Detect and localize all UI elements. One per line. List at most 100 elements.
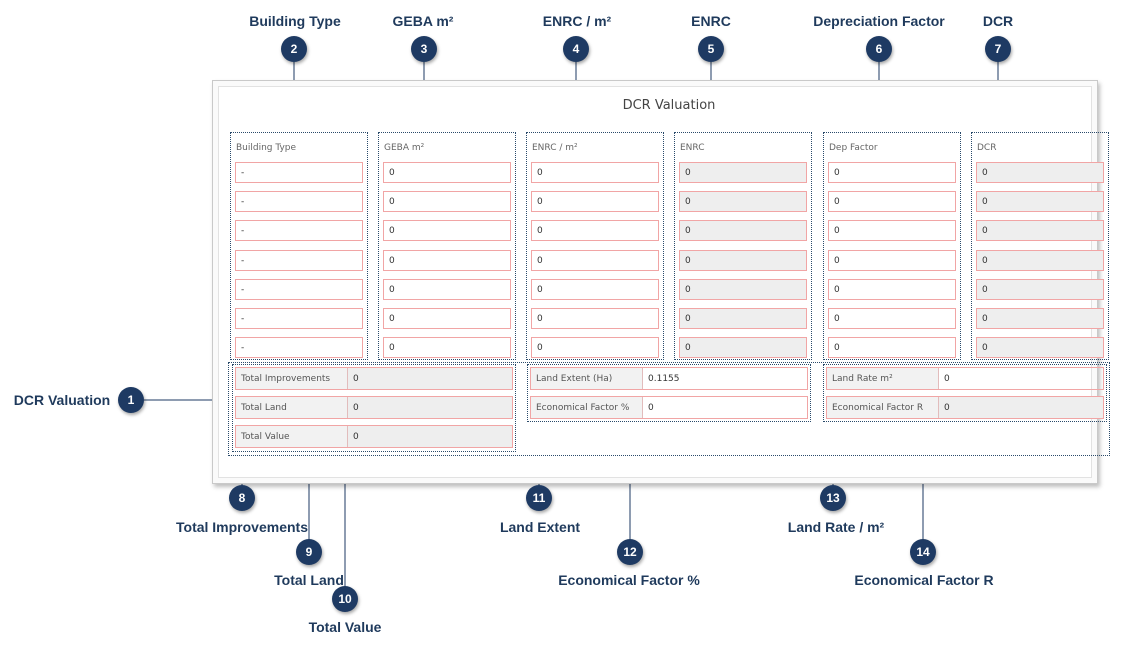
column-building-type: Building Type - - - - - - - bbox=[230, 132, 368, 360]
callout-badge-8: 8 bbox=[229, 485, 255, 511]
geba-input[interactable]: 0 bbox=[383, 337, 511, 358]
summary-section bbox=[228, 362, 1110, 456]
total-improvements-row: Total Improvements 0 bbox=[235, 367, 513, 390]
dep-factor-input[interactable]: 0 bbox=[828, 162, 956, 183]
panel-title: DCR Valuation bbox=[622, 98, 716, 113]
building-type-input[interactable]: - bbox=[235, 191, 363, 212]
economical-factor-r-label: Economical Factor R bbox=[827, 397, 939, 418]
callout-badge-9: 9 bbox=[296, 539, 322, 565]
callout-label-total-improvements: Total Improvements bbox=[176, 519, 308, 535]
dep-factor-input[interactable]: 0 bbox=[828, 308, 956, 329]
land-extent-label: Land Extent (Ha) bbox=[531, 368, 643, 389]
callout-badge-6: 6 bbox=[866, 36, 892, 62]
callout-badge-3: 3 bbox=[411, 36, 437, 62]
dep-factor-input[interactable]: 0 bbox=[828, 191, 956, 212]
land-extent-row: Land Extent (Ha) 0.1155 bbox=[530, 367, 808, 390]
building-type-input[interactable]: - bbox=[235, 337, 363, 358]
enrc-per-m2-input[interactable]: 0 bbox=[531, 337, 659, 358]
total-value-value: 0 bbox=[348, 426, 512, 447]
enrc-per-m2-input[interactable]: 0 bbox=[531, 162, 659, 183]
dcr-value: 0 bbox=[976, 191, 1104, 212]
geba-input[interactable]: 0 bbox=[383, 250, 511, 271]
column-geba: GEBA m² 0 0 0 0 0 0 0 bbox=[378, 132, 516, 360]
land-extent-input[interactable]: 0.1155 bbox=[648, 374, 680, 384]
enrc-per-m2-input[interactable]: 0 bbox=[531, 250, 659, 271]
geba-input[interactable]: 0 bbox=[383, 191, 511, 212]
total-value-row: Total Value 0 bbox=[235, 425, 513, 448]
dcr-value: 0 bbox=[976, 279, 1104, 300]
callout-label-enrc: ENRC bbox=[691, 13, 731, 29]
enrc-value: 0 bbox=[679, 337, 807, 358]
callout-badge-1: 1 bbox=[118, 387, 144, 413]
building-type-input[interactable]: - bbox=[235, 220, 363, 241]
dep-factor-input[interactable]: 0 bbox=[828, 279, 956, 300]
total-value-label: Total Value bbox=[236, 426, 348, 447]
callout-badge-4: 4 bbox=[563, 36, 589, 62]
enrc-value: 0 bbox=[679, 308, 807, 329]
enrc-value: 0 bbox=[679, 191, 807, 212]
geba-input[interactable]: 0 bbox=[383, 162, 511, 183]
callout-badge-13: 13 bbox=[820, 485, 846, 511]
building-type-input[interactable]: - bbox=[235, 162, 363, 183]
enrc-value: 0 bbox=[679, 250, 807, 271]
column-header: ENRC bbox=[680, 143, 705, 153]
dep-factor-input[interactable]: 0 bbox=[828, 220, 956, 241]
total-improvements-label: Total Improvements bbox=[236, 368, 348, 389]
enrc-per-m2-input[interactable]: 0 bbox=[531, 279, 659, 300]
economical-factor-pct-input[interactable]: 0 bbox=[648, 403, 654, 413]
callout-label-economical-factor-r: Economical Factor R bbox=[854, 572, 994, 588]
column-enrc: ENRC 0 0 0 0 0 0 0 bbox=[674, 132, 812, 360]
callout-label-enrc-per-m2: ENRC / m² bbox=[542, 13, 612, 29]
geba-input[interactable]: 0 bbox=[383, 220, 511, 241]
building-type-input[interactable]: - bbox=[235, 308, 363, 329]
total-improvements-value: 0 bbox=[348, 368, 512, 389]
total-land-label: Total Land bbox=[236, 397, 348, 418]
geba-input[interactable]: 0 bbox=[383, 308, 511, 329]
enrc-per-m2-input[interactable]: 0 bbox=[531, 191, 659, 212]
callout-label-land-rate: Land Rate / m² bbox=[787, 519, 885, 535]
land-rate-row: Land Rate m² 0 bbox=[826, 367, 1104, 390]
callout-label-depreciation-factor: Depreciation Factor bbox=[813, 13, 945, 29]
dep-factor-input[interactable]: 0 bbox=[828, 250, 956, 271]
callout-label-dcr: DCR bbox=[982, 13, 1014, 29]
callout-badge-14: 14 bbox=[910, 539, 936, 565]
economical-factor-pct-row: Economical Factor % 0 bbox=[530, 396, 808, 419]
economical-factor-pct-label: Economical Factor % bbox=[531, 397, 643, 418]
column-header: Dep Factor bbox=[829, 143, 878, 153]
dcr-value: 0 bbox=[976, 337, 1104, 358]
enrc-per-m2-input[interactable]: 0 bbox=[531, 220, 659, 241]
dcr-value: 0 bbox=[976, 250, 1104, 271]
callout-badge-2: 2 bbox=[281, 36, 307, 62]
callout-badge-7: 7 bbox=[985, 36, 1011, 62]
total-land-value: 0 bbox=[348, 397, 512, 418]
building-type-input[interactable]: - bbox=[235, 250, 363, 271]
dcr-value: 0 bbox=[976, 220, 1104, 241]
geba-input[interactable]: 0 bbox=[383, 279, 511, 300]
enrc-per-m2-input[interactable]: 0 bbox=[531, 308, 659, 329]
column-dep-factor: Dep Factor 0 0 0 0 0 0 0 bbox=[823, 132, 961, 360]
economical-factor-r-value: 0 bbox=[939, 397, 1103, 418]
callout-label-economical-factor-pct: Economical Factor % bbox=[558, 572, 700, 588]
column-dcr: DCR 0 0 0 0 0 0 0 bbox=[971, 132, 1109, 360]
callout-label-building-type: Building Type bbox=[249, 13, 341, 29]
column-header: ENRC / m² bbox=[532, 143, 578, 153]
dcr-value: 0 bbox=[976, 162, 1104, 183]
land-rate-group: Land Rate m² 0 Economical Factor R 0 bbox=[823, 364, 1107, 422]
dcr-value: 0 bbox=[976, 308, 1104, 329]
land-rate-input[interactable]: 0 bbox=[944, 374, 950, 384]
callout-badge-12: 12 bbox=[617, 539, 643, 565]
building-type-input[interactable]: - bbox=[235, 279, 363, 300]
economical-factor-r-row: Economical Factor R 0 bbox=[826, 396, 1104, 419]
callout-badge-10: 10 bbox=[332, 586, 358, 612]
enrc-value: 0 bbox=[679, 220, 807, 241]
callout-label-geba: GEBA m² bbox=[392, 13, 454, 29]
column-header: DCR bbox=[977, 143, 997, 153]
column-header: GEBA m² bbox=[384, 143, 425, 153]
callout-badge-11: 11 bbox=[526, 485, 552, 511]
column-header: Building Type bbox=[236, 143, 297, 153]
callout-label-total-value: Total Value bbox=[308, 619, 382, 635]
enrc-value: 0 bbox=[679, 162, 807, 183]
totals-group: Total Improvements 0 Total Land 0 Total … bbox=[232, 364, 516, 452]
dep-factor-input[interactable]: 0 bbox=[828, 337, 956, 358]
land-group: Land Extent (Ha) 0.1155 Economical Facto… bbox=[527, 364, 811, 422]
